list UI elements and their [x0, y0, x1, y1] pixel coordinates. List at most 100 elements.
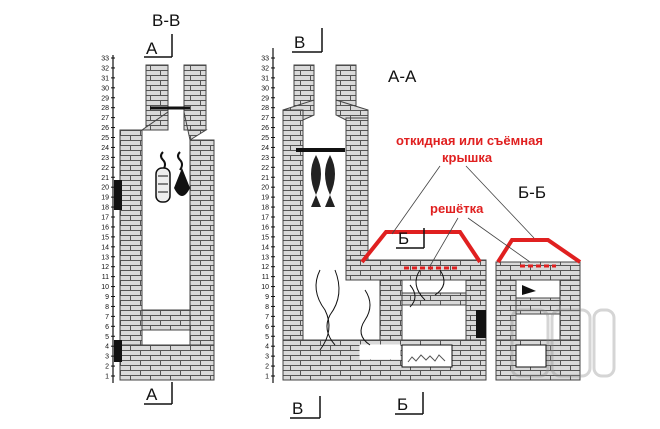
lid-label-line2: крышка [442, 150, 493, 165]
row-number: 22 [261, 165, 269, 172]
row-number: 11 [102, 274, 109, 281]
section-bb: Б-Б [495, 183, 616, 381]
firebox-partition [379, 279, 403, 341]
row-number: 16 [261, 224, 269, 231]
row-number: 20 [261, 185, 269, 192]
row-number: 2 [105, 364, 109, 371]
row-number: 14 [101, 244, 109, 251]
row-ruler-left: 1234567891011121314151617181920212223242… [101, 55, 115, 383]
row-number: 25 [101, 135, 109, 142]
row-number: 6 [265, 324, 269, 331]
row-number: 14 [261, 244, 269, 251]
row-number: 21 [101, 175, 109, 182]
row-number: 16 [101, 224, 109, 231]
cut-mark-a-top: А [146, 39, 158, 58]
section-title-aa: А-А [388, 67, 417, 86]
row-number: 1 [105, 374, 109, 381]
row-number: 31 [101, 75, 109, 82]
row-number: 1 [265, 374, 269, 381]
row-number: 9 [105, 294, 109, 301]
section-title-vv: В-В [152, 11, 180, 30]
row-number: 30 [101, 85, 109, 92]
row-number: 19 [101, 195, 109, 202]
row-number: 26 [101, 125, 109, 132]
row-number: 29 [101, 95, 109, 102]
ash-door-icon [114, 340, 122, 362]
firebox-top [345, 259, 487, 281]
sausage-icon [155, 167, 171, 203]
row-number: 32 [101, 65, 109, 72]
row-number: 31 [261, 75, 269, 82]
row-number: 13 [261, 254, 269, 261]
wall-right [189, 139, 215, 381]
lid-aa [360, 230, 482, 264]
row-number: 6 [105, 324, 109, 331]
shoulder-right [183, 111, 208, 141]
row-number: 7 [265, 314, 269, 321]
ham-icon [174, 168, 190, 196]
row-number: 3 [105, 354, 109, 361]
base [119, 344, 215, 381]
cut-mark-v-bottom: В [292, 399, 303, 418]
row-number: 17 [101, 215, 109, 222]
meat-hook-icon [160, 151, 183, 171]
coal-bed-icon [401, 344, 453, 368]
chimney-wall-right [183, 64, 207, 131]
row-number: 15 [101, 234, 109, 241]
row-number: 26 [261, 125, 269, 132]
row-number: 32 [261, 65, 269, 72]
row-number: 25 [261, 135, 269, 142]
cut-mark-b-top: Б [398, 229, 409, 248]
row-number: 2 [265, 364, 269, 371]
row-number: 5 [265, 334, 269, 341]
row-number: 8 [265, 304, 269, 311]
row-number: 12 [101, 264, 109, 271]
row-number: 15 [261, 234, 269, 241]
row-number: 3 [265, 354, 269, 361]
row-number: 10 [101, 284, 109, 291]
cut-mark-b-bottom: Б [397, 395, 408, 414]
shoulder-left [140, 111, 169, 131]
row-number: 5 [105, 334, 109, 341]
cut-mark-a-bottom: А [146, 385, 158, 404]
row-ruler-right: 1234567891011121314151617181920212223242… [261, 48, 275, 383]
section-vv: 1234567891011121314151617181920212223242… [101, 11, 215, 405]
row-number: 10 [261, 284, 269, 291]
partition [141, 309, 191, 331]
row-number: 27 [101, 115, 109, 122]
row-number: 13 [101, 254, 109, 261]
row-number: 11 [262, 274, 269, 281]
firebox-door-icon [476, 310, 486, 338]
lid-bb [496, 238, 582, 264]
row-number: 28 [101, 105, 109, 112]
row-number: 30 [261, 85, 269, 92]
row-number: 23 [101, 155, 109, 162]
wall-left [119, 129, 143, 381]
smoke-swirl-icon [315, 269, 445, 351]
fish-icon [311, 155, 335, 207]
watermark-logo [510, 308, 616, 378]
row-number: 33 [101, 56, 109, 63]
cut-mark-v-top: В [294, 33, 305, 52]
row-number: 19 [261, 195, 269, 202]
row-number: 18 [261, 205, 269, 212]
row-number: 22 [101, 165, 109, 172]
row-number: 17 [261, 215, 269, 222]
row-number: 4 [105, 344, 109, 351]
coal-bed-icon [515, 344, 547, 368]
row-number: 9 [265, 294, 269, 301]
tower-wall-right [345, 117, 369, 261]
row-number: 21 [261, 175, 269, 182]
lid-label-line1: откидная или съёмная [396, 133, 543, 148]
row-number: 4 [265, 344, 269, 351]
row-number: 27 [261, 115, 269, 122]
row-number: 33 [261, 56, 269, 63]
row-number: 23 [261, 155, 269, 162]
row-number: 24 [261, 145, 269, 152]
row-number: 29 [261, 95, 269, 102]
grate-label: решётка [430, 201, 484, 216]
firebox-door-icon [114, 180, 122, 210]
annotations: откидная или съёмная крышка решётка [391, 133, 543, 267]
